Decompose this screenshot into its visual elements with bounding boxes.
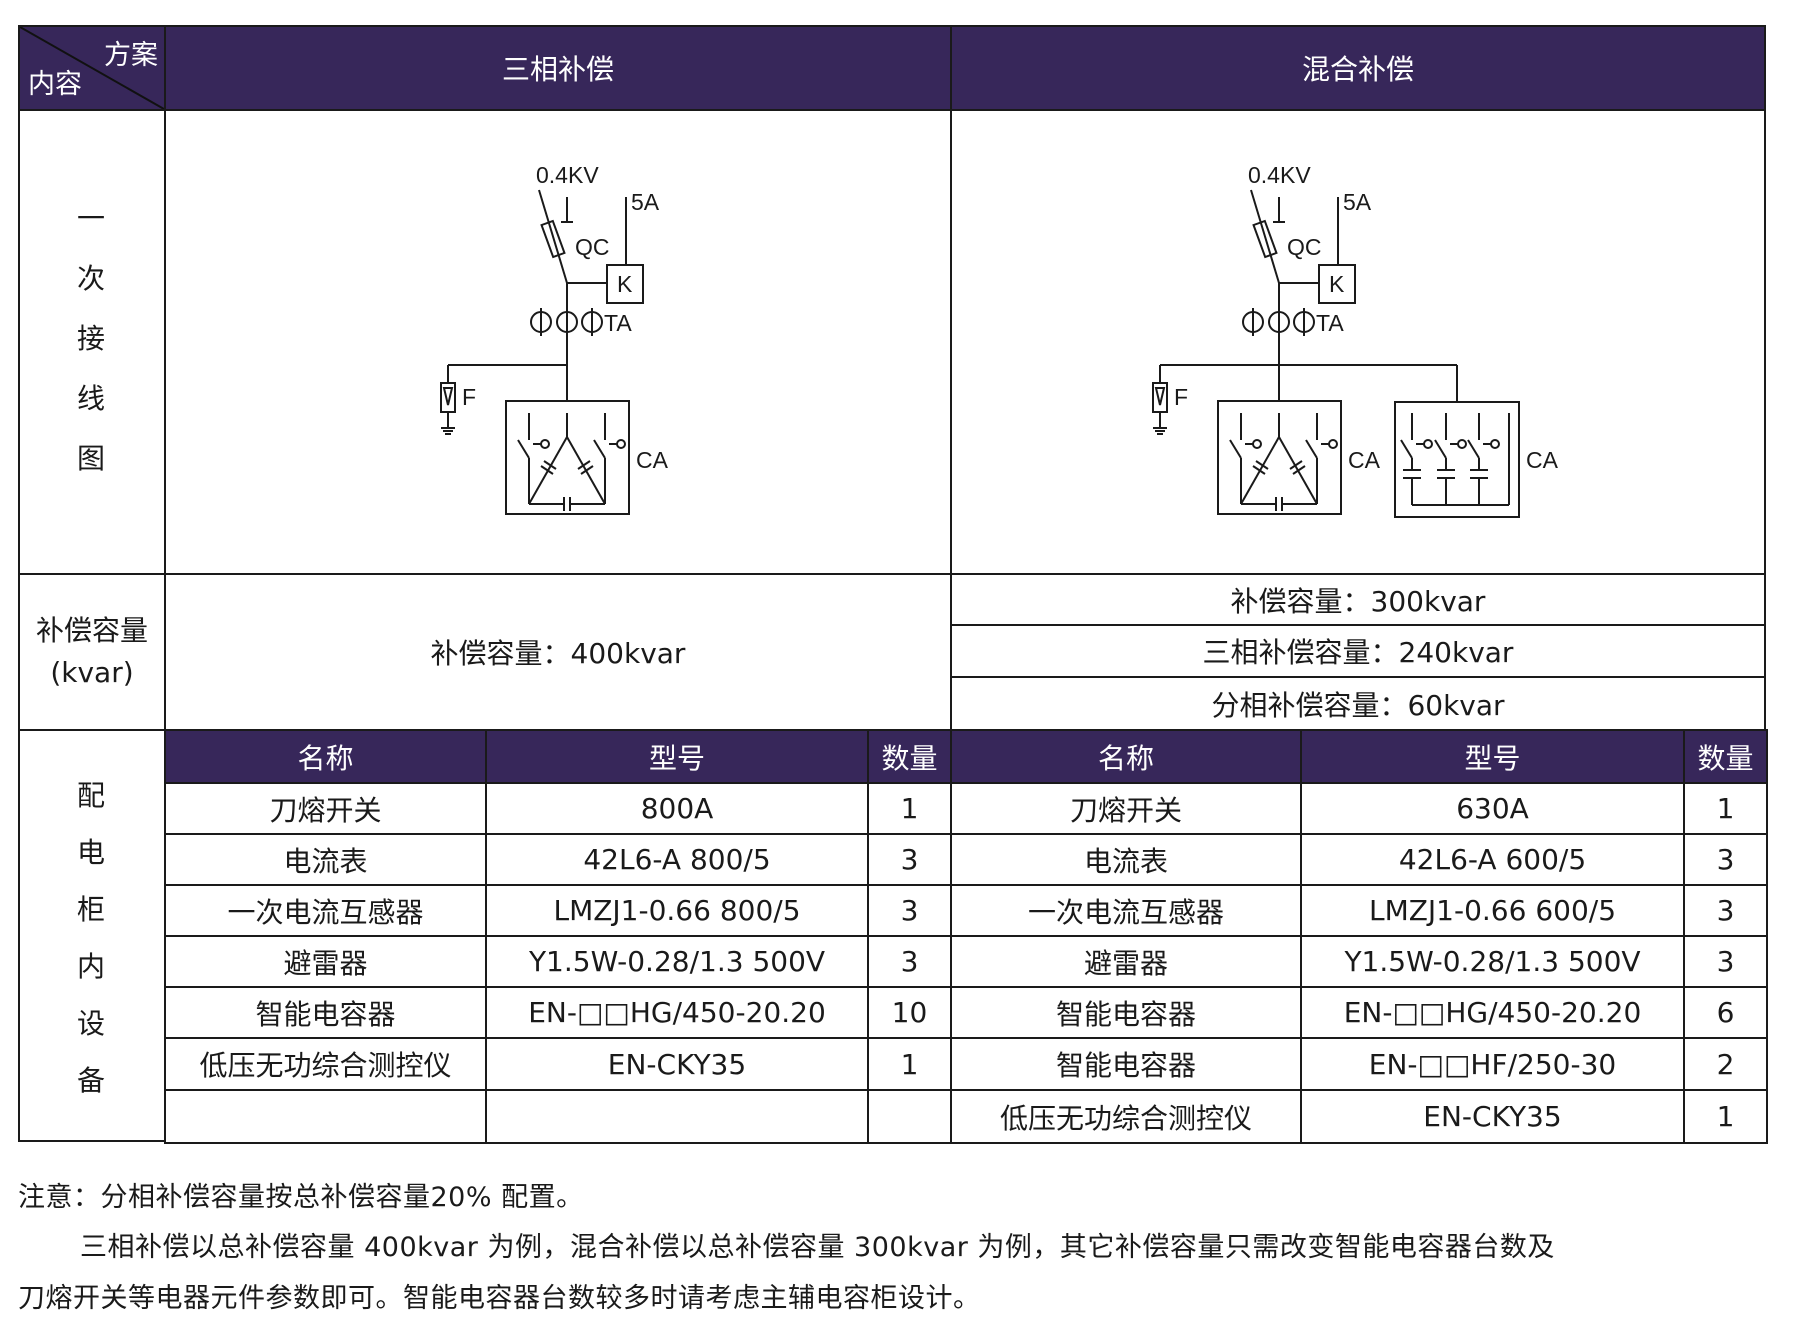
- right-cell-qty: 3: [1683, 935, 1768, 988]
- right-cell-model: 630A: [1300, 782, 1685, 835]
- right-cell-qty: 3: [1683, 884, 1768, 937]
- equipment-label-char: 设: [76, 1007, 105, 1040]
- left-cell-name: 刀熔开关: [164, 782, 487, 835]
- left-cell-model: [485, 1089, 869, 1144]
- diagram-right-cell: [950, 109, 1766, 575]
- corner-label-content: 内容: [28, 69, 82, 100]
- equipment-label-char: 配: [76, 779, 105, 812]
- diagonal-divider: [20, 27, 164, 109]
- left-cell-model: EN-□□HG/450-20.20: [485, 986, 869, 1039]
- right-cell-model: EN-□□HG/450-20.20: [1300, 986, 1685, 1039]
- right-cell-name: 智能电容器: [950, 986, 1302, 1039]
- diagram-row-label-char: 图: [76, 442, 105, 475]
- column-header-qty: 数量: [1683, 729, 1768, 784]
- right-cell-name: 一次电流互感器: [950, 884, 1302, 937]
- left-cell-qty: 3: [867, 884, 952, 937]
- right-cell-model: Y1.5W-0.28/1.3 500V: [1300, 935, 1685, 988]
- diagram-left-cell: [164, 109, 952, 575]
- corner-label-scheme: 方案: [104, 40, 158, 71]
- column-header-name: 名称: [164, 729, 487, 784]
- left-cell-qty: 3: [867, 935, 952, 988]
- right-cell-model: LMZJ1-0.66 600/5: [1300, 884, 1685, 937]
- left-cell-qty: [867, 1089, 952, 1144]
- right-cell-name: 智能电容器: [950, 1037, 1302, 1091]
- left-cell-model: Y1.5W-0.28/1.3 500V: [485, 935, 869, 988]
- column-header-model: 型号: [485, 729, 869, 784]
- capacity-right-total: 补偿容量：300kvar: [950, 573, 1766, 626]
- capacity-left-value: 补偿容量：400kvar: [164, 573, 952, 731]
- left-cell-model: 42L6-A 800/5: [485, 833, 869, 886]
- left-cell-name: 避雷器: [164, 935, 487, 988]
- diagram-row-label-char: 线: [76, 382, 105, 415]
- left-cell-name: 智能电容器: [164, 986, 487, 1039]
- capacity-label-line1: 补偿容量: [35, 614, 148, 647]
- header-mixed: 混合补偿: [950, 25, 1766, 111]
- equipment-label-char: 柜: [76, 893, 105, 926]
- diagram-row-label-char: 一: [76, 202, 105, 235]
- column-header-qty: 数量: [867, 729, 952, 784]
- right-cell-model: EN-□□HF/250-30: [1300, 1037, 1685, 1091]
- capacity-right-split-phase: 分相补偿容量：60kvar: [950, 676, 1766, 731]
- right-cell-qty: 3: [1683, 833, 1768, 886]
- right-cell-name: 避雷器: [950, 935, 1302, 988]
- left-cell-qty: 10: [867, 986, 952, 1039]
- capacity-row-label: 补偿容量 (kvar): [18, 573, 166, 731]
- column-header-model: 型号: [1300, 729, 1685, 784]
- left-cell-qty: 1: [867, 782, 952, 835]
- left-cell-model: LMZJ1-0.66 800/5: [485, 884, 869, 937]
- note-line-2: 三相补偿以总补偿容量 400kvar 为例，混合补偿以总补偿容量 300kvar…: [80, 1232, 1555, 1263]
- right-cell-qty: 2: [1683, 1037, 1768, 1091]
- column-header-name: 名称: [950, 729, 1302, 784]
- right-cell-qty: 1: [1683, 1089, 1768, 1144]
- left-cell-qty: 1: [867, 1037, 952, 1091]
- left-cell-qty: 3: [867, 833, 952, 886]
- diagram-row-label-char: 接: [76, 322, 105, 355]
- equipment-label-char: 备: [76, 1064, 105, 1097]
- right-cell-qty: 6: [1683, 986, 1768, 1039]
- right-cell-name: 低压无功综合测控仪: [950, 1089, 1302, 1144]
- right-cell-name: 电流表: [950, 833, 1302, 886]
- right-cell-model: 42L6-A 600/5: [1300, 833, 1685, 886]
- left-cell-name: 电流表: [164, 833, 487, 886]
- capacity-label-unit: (kvar): [50, 656, 134, 689]
- left-cell-model: 800A: [485, 782, 869, 835]
- diagram-row-label-char: 次: [76, 262, 105, 295]
- header-three-phase: 三相补偿: [164, 25, 952, 111]
- left-cell-name: 低压无功综合测控仪: [164, 1037, 487, 1091]
- capacity-right-three-phase: 三相补偿容量：240kvar: [950, 624, 1766, 678]
- left-cell-name: 一次电流互感器: [164, 884, 487, 937]
- right-cell-qty: 1: [1683, 782, 1768, 835]
- left-cell-model: EN-CKY35: [485, 1037, 869, 1091]
- equipment-label-char: 内: [76, 950, 105, 983]
- corner-header-cell: 方案 内容: [18, 25, 166, 111]
- note-line-1: 注意：分相补偿容量按总补偿容量20% 配置。: [18, 1182, 584, 1213]
- equipment-label-char: 电: [76, 836, 105, 869]
- right-cell-name: 刀熔开关: [950, 782, 1302, 835]
- right-cell-model: EN-CKY35: [1300, 1089, 1685, 1144]
- note-line-3: 刀熔开关等电器元件参数即可。智能电容器台数较多时请考虑主辅电容柜设计。: [18, 1283, 981, 1314]
- left-cell-name: [164, 1089, 487, 1144]
